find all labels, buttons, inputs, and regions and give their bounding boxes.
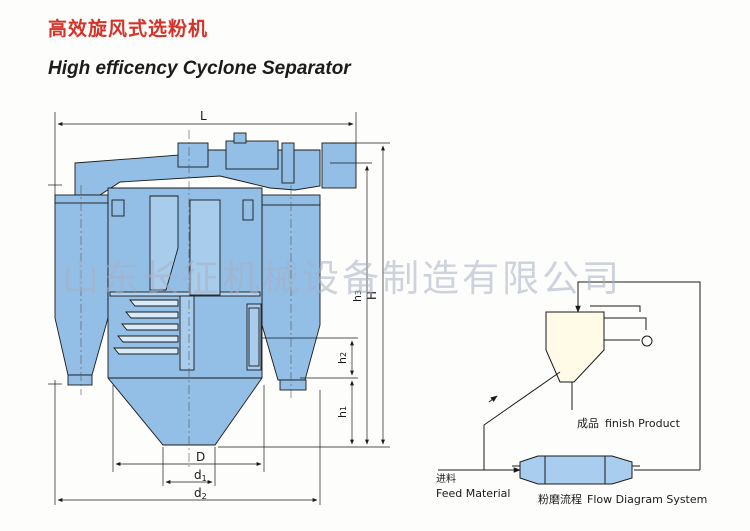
dim-H: H	[365, 291, 379, 300]
flow-diagram	[438, 281, 701, 485]
flow-feed-line	[483, 371, 561, 471]
company-watermark: 山东长征机械设备制造有限公司	[62, 257, 622, 300]
title-english: High efficency Cyclone Separator	[48, 58, 351, 79]
feed-label-en: Feed Material	[436, 487, 510, 500]
right-panel	[246, 303, 262, 371]
title-chinese: 高效旋风式选粉机	[48, 18, 209, 40]
motor-top	[233, 132, 247, 144]
inner-cone	[149, 195, 179, 291]
gear-motor	[225, 140, 279, 170]
fan-outlet	[321, 142, 357, 189]
inspection-door	[111, 199, 125, 217]
dim-d2: d2	[194, 486, 207, 501]
center-lines	[80, 130, 292, 470]
dim-h1: h1	[336, 406, 349, 418]
flow-fan-icon	[641, 335, 653, 347]
air-duct	[281, 142, 295, 184]
right-cyclone-outlet	[279, 379, 307, 391]
dim-h2: h2	[336, 352, 349, 364]
center-shaft	[179, 295, 195, 371]
flow-return-duct	[604, 317, 647, 341]
feed-label-cn: 进料	[436, 472, 456, 485]
flow-separator-icon	[545, 311, 605, 383]
side-door	[242, 199, 254, 221]
flow-mill-icon	[519, 455, 633, 485]
dimension-lines	[48, 112, 390, 505]
dim-D: D	[196, 450, 205, 464]
dim-h3: h3	[351, 290, 364, 302]
inner-cylinder	[189, 199, 221, 296]
dim-L: L	[200, 109, 207, 123]
dim-d1: d1	[194, 468, 207, 483]
flow-elevator-line	[575, 281, 701, 470]
motor-base	[177, 142, 209, 168]
left-cyclone-top	[54, 194, 109, 204]
left-cyclone-outlet	[67, 374, 93, 386]
distributor-plates	[113, 299, 179, 355]
